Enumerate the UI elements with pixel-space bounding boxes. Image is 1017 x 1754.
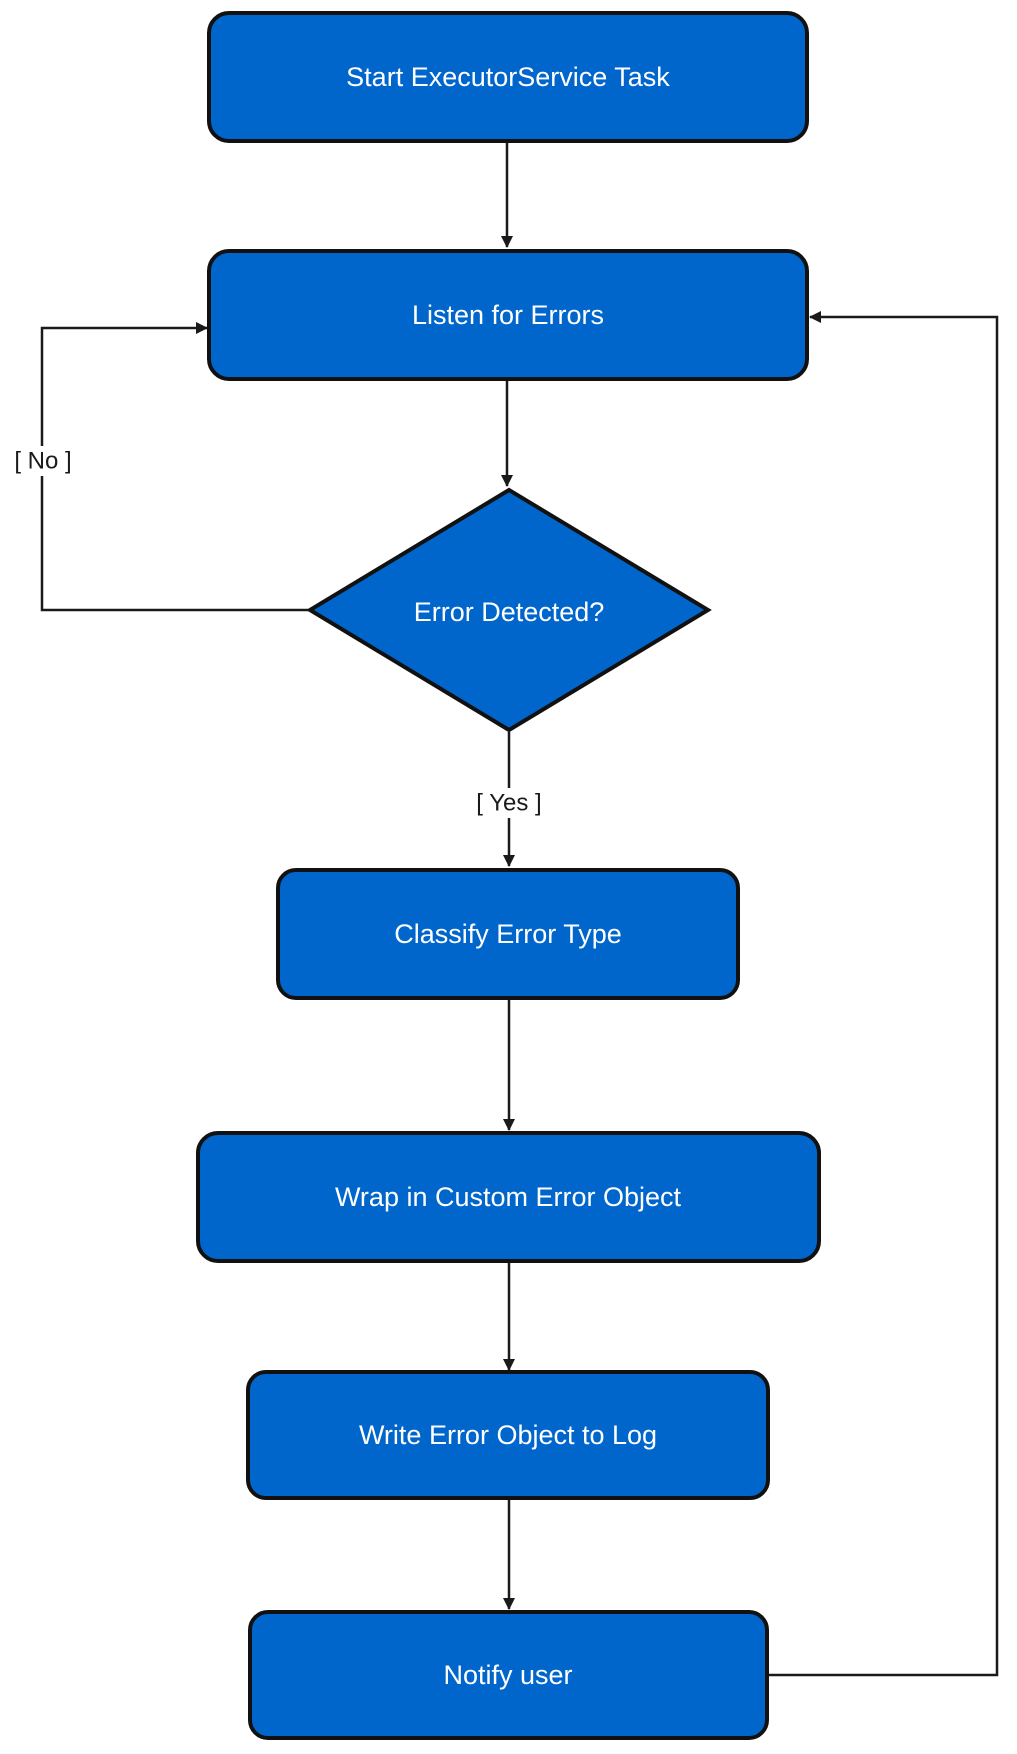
edge-label-yes: [ Yes ] bbox=[476, 790, 541, 817]
node-decision-diamond bbox=[306, 487, 712, 733]
node-notify: Notify user bbox=[248, 1610, 769, 1740]
node-listen-box bbox=[207, 249, 809, 381]
node-decision: Error Detected? bbox=[306, 487, 712, 733]
node-classify-box bbox=[276, 868, 740, 1000]
node-listen: Listen for Errors bbox=[207, 249, 809, 381]
nodes: Start ExecutorService Task Listen for Er… bbox=[196, 11, 821, 1740]
node-classify-label: Classify Error Type bbox=[394, 919, 622, 949]
node-write-box bbox=[246, 1370, 770, 1500]
yes-label-background bbox=[468, 788, 550, 818]
node-start: Start ExecutorService Task bbox=[207, 11, 809, 143]
no-label-background bbox=[8, 446, 78, 476]
edge-label-no: [ No ] bbox=[14, 448, 71, 475]
node-write: Write Error Object to Log bbox=[246, 1370, 770, 1500]
node-classify: Classify Error Type bbox=[276, 868, 740, 1000]
node-wrap: Wrap in Custom Error Object bbox=[196, 1131, 821, 1263]
node-write-label: Write Error Object to Log bbox=[359, 1420, 657, 1450]
node-listen-label: Listen for Errors bbox=[412, 300, 604, 330]
node-start-label: Start ExecutorService Task bbox=[346, 62, 670, 92]
node-decision-label: Error Detected? bbox=[414, 597, 605, 627]
node-start-box bbox=[207, 11, 809, 143]
node-notify-box bbox=[248, 1610, 769, 1740]
edge-labels: [ No ] [ Yes ] bbox=[8, 446, 550, 818]
node-wrap-box bbox=[196, 1131, 821, 1263]
node-wrap-label: Wrap in Custom Error Object bbox=[335, 1182, 682, 1212]
edge-notify-loop-to-listen bbox=[767, 311, 999, 1677]
node-notify-label: Notify user bbox=[443, 1660, 572, 1690]
